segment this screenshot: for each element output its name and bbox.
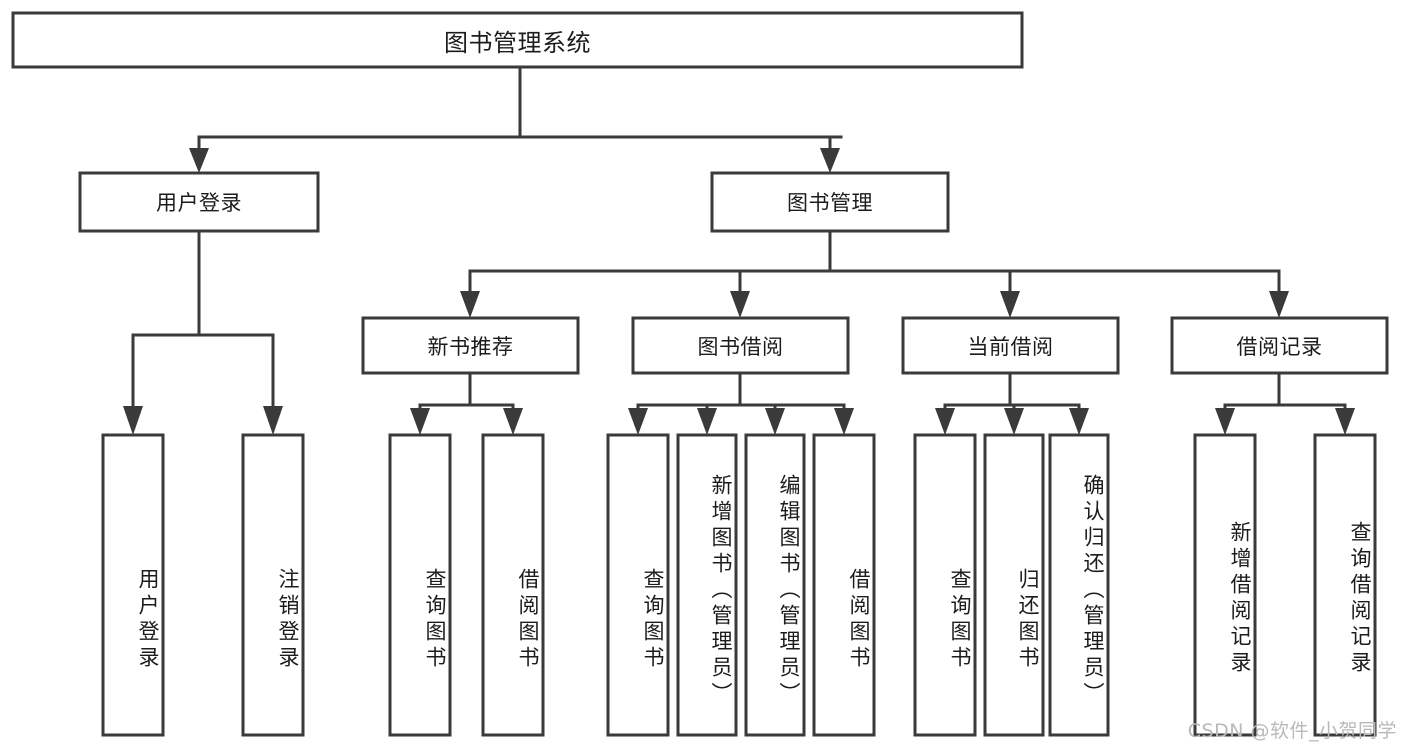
arrowhead-leaf-4 [503, 408, 523, 435]
node-rect-user-login[interactable] [78, 171, 320, 233]
node-rect-leaf-2[interactable] [241, 433, 305, 737]
arrowhead-to-borrow [730, 291, 750, 318]
arrowhead-leaf-5 [628, 408, 648, 435]
node-rect-new-book-recommend[interactable] [361, 316, 580, 375]
connector-group-book-mgmt [460, 229, 1289, 318]
node-rect-current-borrow[interactable] [901, 316, 1120, 375]
node-rect-leaf-9[interactable] [913, 433, 977, 737]
arrowhead-to-records [1269, 291, 1289, 318]
node-rect-borrow-records[interactable] [1170, 316, 1389, 375]
arrowhead-leaf-8 [834, 408, 854, 435]
node-rect-leaf-6[interactable] [676, 433, 738, 737]
arrowhead-leaf-7 [765, 408, 785, 435]
node-rect-leaf-7[interactable] [744, 433, 806, 737]
arrowhead-to-new-books [460, 291, 480, 318]
arrowhead-leaf-13 [1335, 408, 1355, 435]
node-rect-leaf-13[interactable] [1313, 433, 1377, 737]
arrowhead-to-user-login [189, 148, 209, 173]
connector-group-borrow [628, 371, 854, 435]
arrowhead-leaf-2 [263, 406, 283, 435]
arrowhead-leaf-11 [1069, 408, 1089, 435]
node-rect-root[interactable] [11, 11, 1024, 69]
csdn-watermark: CSDN @软件_小贺同学 [1187, 720, 1397, 742]
node-rect-leaf-3[interactable] [388, 433, 452, 737]
arrowhead-leaf-12 [1215, 408, 1235, 435]
node-rect-book-borrow[interactable] [631, 316, 850, 375]
arrowhead-to-book-mgmt [820, 148, 840, 173]
arrowhead-leaf-6 [697, 408, 717, 435]
node-rect-leaf-8[interactable] [812, 433, 876, 737]
node-rects [11, 11, 1389, 737]
connector-group-current [935, 371, 1089, 435]
node-rect-leaf-4[interactable] [481, 433, 545, 737]
node-rect-leaf-10[interactable] [983, 433, 1045, 737]
connector-group-new-books [410, 371, 523, 435]
arrowhead-leaf-9 [935, 408, 955, 435]
connector-group-records [1215, 371, 1355, 435]
node-rect-leaf-5[interactable] [606, 433, 670, 737]
node-rect-leaf-1[interactable] [101, 433, 165, 737]
arrowhead-leaf-1 [123, 406, 143, 435]
node-rect-leaf-11[interactable] [1048, 433, 1110, 737]
arrowhead-leaf-10 [1004, 408, 1024, 435]
arrowhead-to-current [1000, 291, 1020, 318]
connector-group-root [189, 65, 843, 173]
connector-group-user-login [123, 229, 283, 435]
arrowhead-leaf-3 [410, 408, 430, 435]
node-rect-book-management[interactable] [710, 171, 950, 233]
node-rect-leaf-12[interactable] [1193, 433, 1257, 737]
